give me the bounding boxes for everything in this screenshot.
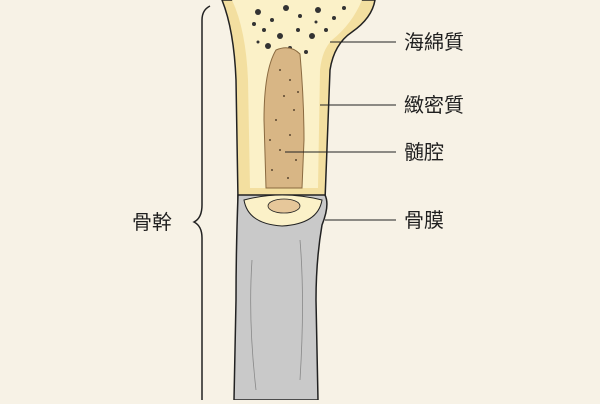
label-compact-bone: 緻密質: [404, 93, 464, 117]
label-medullary-cavity: 髄腔: [404, 140, 444, 164]
label-diaphysis: 骨幹: [132, 210, 172, 234]
diaphysis-bracket: [192, 5, 211, 400]
marrow-speckles: [269, 69, 299, 179]
medullary-cavity-region: [263, 47, 305, 189]
shaft-shading: [250, 239, 303, 391]
leader-lines: [285, 41, 396, 221]
periosteum-region: [233, 194, 328, 401]
label-spongy-bone: 海綿質: [404, 30, 464, 54]
label-periosteum: 骨膜: [404, 208, 444, 232]
cut-marrow: [267, 198, 301, 214]
